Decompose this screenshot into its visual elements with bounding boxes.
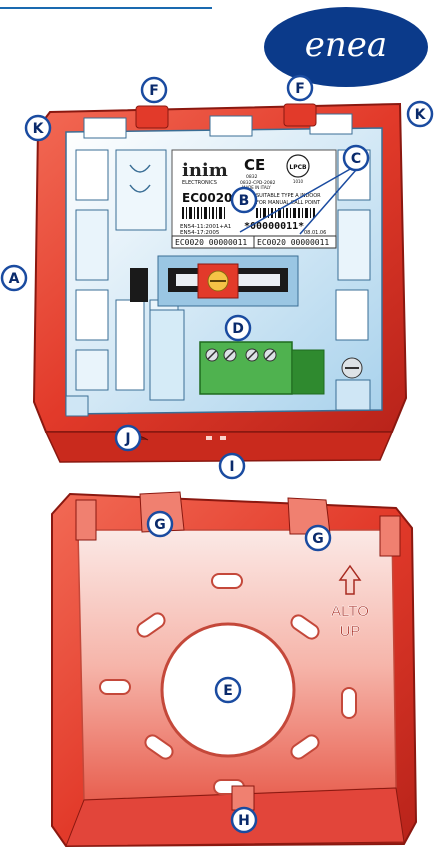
svg-text:G: G — [312, 531, 324, 547]
label-serial: *00000011* — [244, 221, 304, 232]
label-lpcb: LPCB — [289, 164, 307, 171]
svg-text:G: G — [154, 517, 166, 533]
svg-text:I: I — [229, 459, 234, 475]
callout-B: B — [232, 188, 256, 212]
back-box-text-up: UP — [340, 623, 361, 640]
logo-text: enea — [305, 25, 387, 65]
callout-D: D — [226, 316, 250, 340]
label-std-2: EN54-17:2005 — [180, 230, 220, 236]
svg-text:A: A — [9, 271, 20, 287]
callout-H: H — [232, 808, 256, 832]
label-model: EC0020 — [182, 191, 232, 205]
svg-text:F: F — [149, 83, 159, 99]
svg-text:K: K — [415, 107, 427, 123]
device-back-box: ALTO UP — [52, 492, 416, 846]
callout-F-right: F — [288, 76, 312, 100]
callout-K-left: K — [26, 116, 50, 140]
label-brand: inim — [182, 160, 228, 181]
label-cert-code: 0832 — [246, 174, 258, 180]
callout-K-right: K — [408, 102, 432, 126]
svg-text:H: H — [238, 813, 250, 829]
callout-I: I — [220, 454, 244, 478]
label-brand-sub: ELECTRONICS — [182, 180, 217, 186]
svg-text:K: K — [33, 121, 45, 137]
svg-text:J: J — [124, 431, 130, 447]
label-desc-1: SUITABLE TYPE A INDOOR — [256, 193, 321, 199]
callout-A: A — [2, 266, 26, 290]
label-date: 08.01.06 — [304, 230, 326, 236]
svg-text:E: E — [223, 683, 233, 699]
callout-F-left: F — [142, 78, 166, 102]
back-box-text-alto: ALTO — [331, 603, 369, 620]
callout-G-left: G — [148, 512, 172, 536]
enea-logo: enea — [264, 7, 428, 87]
callout-J: J — [116, 426, 140, 450]
svg-text:C: C — [351, 151, 361, 167]
label-lpcb-num: 1010 — [293, 179, 304, 184]
label-sticker-2: EC0020 00000011 — [257, 238, 329, 247]
label-sticker-1: EC0020 00000011 — [175, 238, 247, 247]
svg-text:F: F — [295, 81, 305, 97]
svg-text:B: B — [239, 193, 250, 209]
svg-text:D: D — [232, 321, 244, 337]
callout-G-right: G — [306, 526, 330, 550]
label-ce: CE — [244, 156, 265, 174]
callout-E: E — [216, 678, 240, 702]
